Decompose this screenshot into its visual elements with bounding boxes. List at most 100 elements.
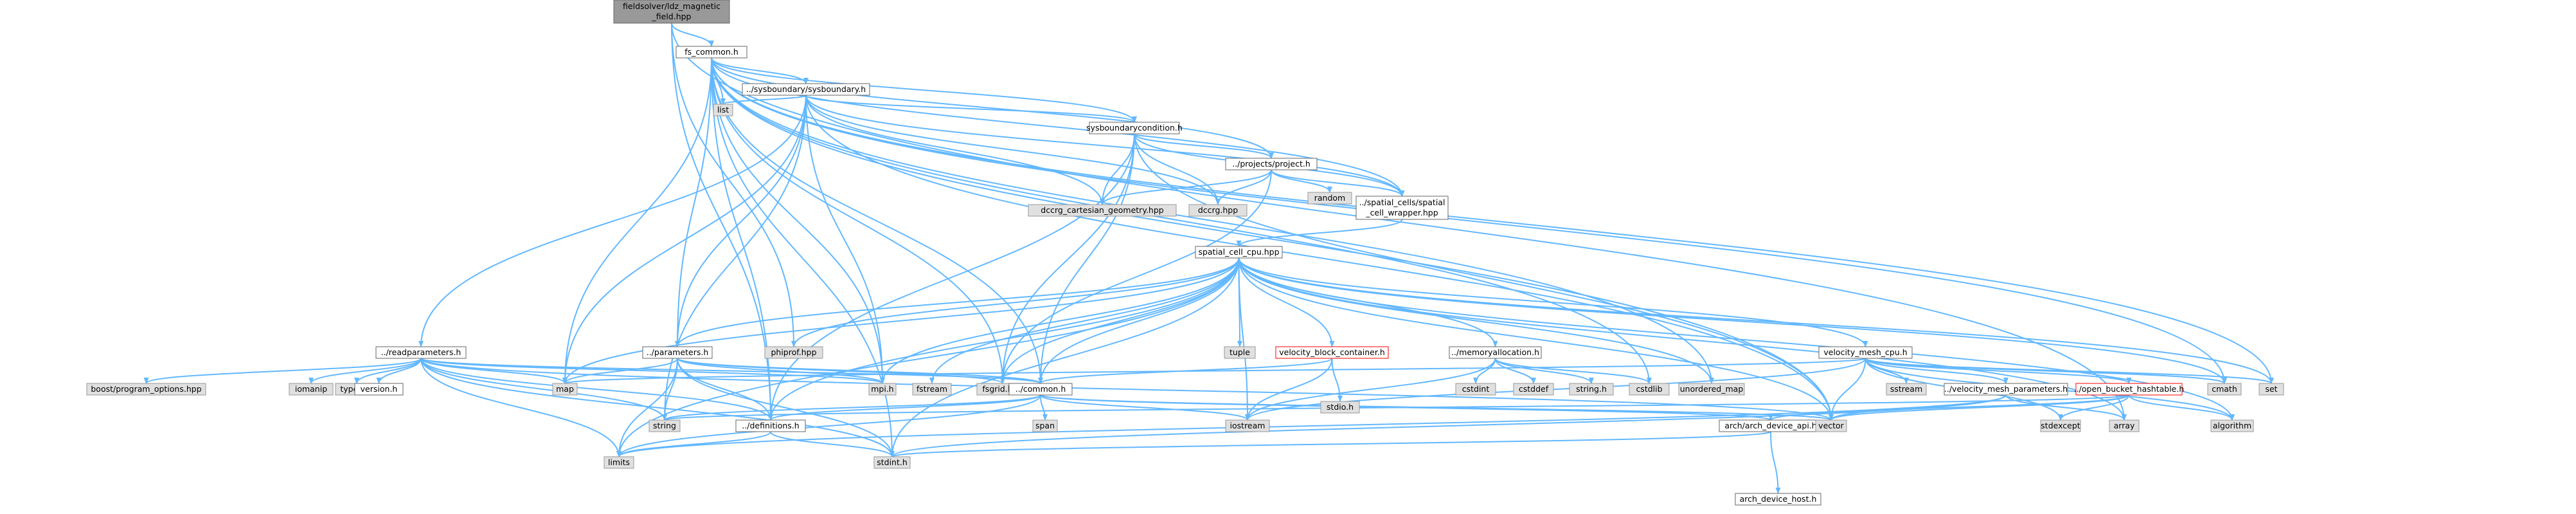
- node-list[interactable]: list: [713, 104, 733, 116]
- node-box: [1225, 158, 1318, 170]
- node-sysboundary[interactable]: ../sysboundary/sysboundary.h: [742, 83, 870, 96]
- node-box: [2040, 419, 2081, 432]
- include-edge-sysboundary-to-mpi: [805, 95, 885, 384]
- node-box: [1735, 493, 1821, 506]
- include-edge-vmesh-to-obh: [1865, 358, 2132, 384]
- node-fstream[interactable]: fstream: [912, 383, 952, 396]
- node-box: [1944, 383, 2068, 396]
- node-root[interactable]: fieldsolver/ldz_magnetic_field.hpp: [613, 0, 730, 24]
- node-label: ../spatial_cells/spatial: [1359, 197, 1445, 207]
- node-box: [1195, 246, 1283, 259]
- node-box: [375, 346, 467, 359]
- node-span[interactable]: span: [1032, 419, 1058, 432]
- node-cstdint[interactable]: cstdint: [1455, 383, 1496, 396]
- node-unordered-map[interactable]: unordered_map: [1678, 383, 1745, 396]
- node-readparams[interactable]: ../readparameters.h: [375, 346, 467, 359]
- node-tuple[interactable]: tuple: [1224, 346, 1256, 359]
- node-label: velocity_block_container.h: [1279, 347, 1385, 357]
- include-edge-spatial_cpu-to-map: [562, 257, 1240, 384]
- include-edge-vmesh_params-to-stdint: [890, 394, 2007, 457]
- node-vmesh-params[interactable]: ../velocity_mesh_parameters.h: [1944, 383, 2068, 396]
- include-edge-common-to-vector: [1040, 394, 1834, 421]
- node-box: [289, 383, 334, 396]
- node-spatial-cpu[interactable]: spatial_cell_cpu.hpp: [1195, 246, 1283, 259]
- node-label: spatial_cell_cpu.hpp: [1198, 247, 1279, 257]
- include-edge-spatial_cpu-to-vector: [1238, 257, 1834, 421]
- node-label: arch_device_host.h: [1740, 494, 1817, 504]
- include-edge-parameters-to-fsgrid: [677, 358, 1005, 384]
- node-cmath[interactable]: cmath: [2207, 383, 2242, 396]
- node-string[interactable]: string: [648, 419, 681, 432]
- node-obh[interactable]: ../open_bucket_hashtable.h: [2074, 383, 2185, 396]
- node-box: [2075, 383, 2183, 396]
- dependency-edges: [143, 23, 2274, 494]
- node-dccrg-cart[interactable]: dccrg_cartesian_geometry.hpp: [1028, 204, 1177, 217]
- node-spatial-wrapper[interactable]: ../spatial_cells/spatial_cell_wrapper.hp…: [1355, 196, 1449, 220]
- node-label: ../definitions.h: [742, 421, 799, 430]
- node-vbc[interactable]: velocity_block_container.h: [1275, 346, 1389, 359]
- node-limits[interactable]: limits: [604, 456, 634, 469]
- include-edge-vmesh-to-cmath: [1865, 358, 2227, 384]
- node-parameters[interactable]: ../parameters.h: [642, 346, 713, 359]
- include-edge-spatial_cpu-to-phiprof: [791, 257, 1240, 347]
- node-stringh[interactable]: string.h: [1569, 383, 1614, 396]
- node-vector[interactable]: vector: [1815, 419, 1847, 432]
- include-edge-vmesh-to-vector: [1829, 358, 1866, 421]
- include-edge-common-to-limits: [616, 394, 1041, 457]
- node-stdexcept[interactable]: stdexcept: [2040, 419, 2081, 432]
- node-label: cstdint: [1462, 384, 1490, 394]
- node-version[interactable]: version.h: [354, 383, 404, 396]
- node-stdint[interactable]: stdint.h: [873, 456, 911, 469]
- node-random[interactable]: random: [1307, 192, 1352, 205]
- node-sstream[interactable]: sstream: [1886, 383, 1927, 396]
- node-stdio[interactable]: stdio.h: [1320, 401, 1360, 414]
- node-arch-host[interactable]: arch_device_host.h: [1735, 493, 1821, 506]
- node-map[interactable]: map: [552, 383, 578, 396]
- node-box: [1089, 122, 1180, 134]
- include-edge-obh-to-algorithm: [2128, 394, 2235, 421]
- node-label: ../common.h: [1015, 384, 1066, 394]
- node-box: [735, 419, 806, 432]
- node-sysbcond[interactable]: sysboundarycondition.h: [1086, 122, 1183, 134]
- node-set[interactable]: set: [2258, 383, 2284, 396]
- node-iomanip[interactable]: iomanip: [289, 383, 334, 396]
- include-edge-sysbcond-to-project: [1134, 133, 1274, 159]
- node-common[interactable]: ../common.h: [1008, 383, 1073, 396]
- node-arch-api[interactable]: arch/arch_device_api.h: [1719, 419, 1823, 432]
- node-memalloc[interactable]: ../memoryallocation.h: [1449, 346, 1542, 359]
- node-box: [552, 383, 578, 396]
- node-label: limits: [608, 457, 630, 467]
- node-label: version.h: [361, 384, 398, 394]
- node-label: arch/arch_device_api.h: [1724, 421, 1816, 430]
- node-box: [1455, 383, 1496, 396]
- node-array[interactable]: array: [2109, 419, 2140, 432]
- node-fs-common[interactable]: fs_common.h: [675, 46, 747, 59]
- include-edge-root-to-fs_common: [671, 23, 714, 47]
- include-edge-spatial_cpu-to-fstream: [929, 257, 1240, 384]
- node-mpi[interactable]: mpi.h: [868, 383, 897, 396]
- node-vmesh[interactable]: velocity_mesh_cpu.h: [1818, 346, 1913, 359]
- node-iostream[interactable]: iostream: [1225, 419, 1270, 432]
- include-edge-fs_common-to-set: [711, 57, 2274, 384]
- node-definitions[interactable]: ../definitions.h: [735, 419, 806, 432]
- node-dccrg[interactable]: dccrg.hpp: [1188, 204, 1248, 217]
- node-algorithm[interactable]: algorithm: [2210, 419, 2254, 432]
- include-edge-spatial_cpu-to-set: [1238, 257, 2274, 384]
- include-edge-definitions-to-stdint: [770, 431, 895, 457]
- include-edge-arch_api-to-stdint: [890, 431, 1771, 457]
- node-boost-po[interactable]: boost/program_options.hpp: [86, 383, 206, 396]
- node-project[interactable]: ../projects/project.h: [1225, 158, 1318, 170]
- node-phiprof[interactable]: phiprof.hpp: [764, 346, 823, 359]
- node-label: fs_common.h: [684, 47, 738, 57]
- include-edge-root-to-definitions: [671, 23, 773, 421]
- node-label: cstdlib: [1636, 384, 1662, 394]
- node-box: [642, 346, 713, 359]
- node-cstddef[interactable]: cstddef: [1513, 383, 1554, 396]
- node-label: vector: [1818, 421, 1845, 430]
- node-box: [1569, 383, 1614, 396]
- node-label: ../sysboundary/sysboundary.h: [746, 84, 866, 94]
- node-cstdlib[interactable]: cstdlib: [1629, 383, 1670, 396]
- node-box: [2210, 419, 2254, 432]
- include-edge-readparams-to-boost_po: [143, 358, 422, 384]
- node-label: dccrg.hpp: [1198, 205, 1238, 215]
